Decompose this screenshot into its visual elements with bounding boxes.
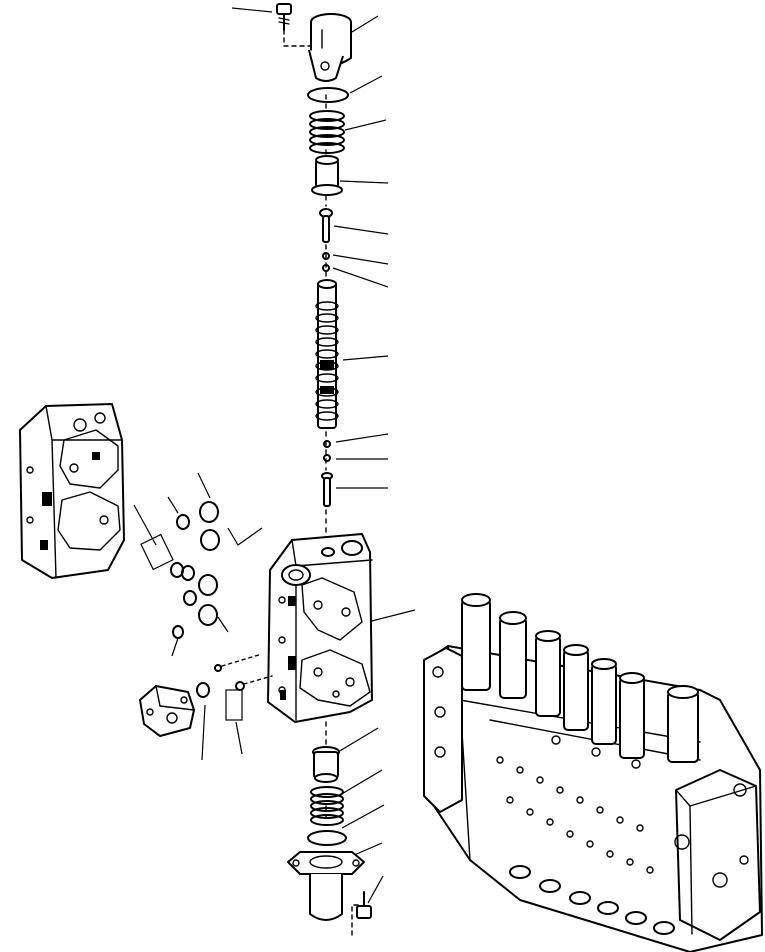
top-spring — [309, 110, 345, 154]
upper-ball-2 — [322, 264, 330, 272]
lower-ball-1 — [323, 440, 331, 448]
lower-pin — [321, 472, 333, 507]
leader-bottom-retainer — [337, 727, 379, 753]
leader-bottom-oring — [341, 804, 385, 829]
bottom-retainer — [312, 746, 340, 783]
leader-spool — [342, 355, 389, 361]
spool — [315, 279, 339, 429]
bottom-bolt — [356, 891, 372, 919]
bottom-oring — [307, 830, 347, 846]
top-cap — [308, 13, 352, 82]
leader-top-spring — [344, 119, 387, 131]
top-bolt — [276, 3, 292, 31]
leader-upper-ball-1 — [332, 254, 389, 265]
leader-top-retainer — [339, 180, 389, 184]
spool-towers — [461, 593, 699, 763]
upper-ball-1 — [322, 252, 330, 260]
leader-upper-pin — [333, 225, 389, 235]
top-retainer — [311, 155, 343, 196]
leader-top-cap — [351, 15, 379, 33]
small-plugs — [196, 653, 273, 698]
lower-ball-2 — [323, 454, 331, 462]
bottom-caps — [509, 865, 675, 935]
control-valve-assembly — [423, 593, 763, 952]
body-ports — [496, 735, 654, 874]
bottom-spring — [310, 786, 344, 826]
leader-top-oring — [349, 75, 383, 94]
leader-bottom-bolt — [367, 875, 384, 904]
leader-valve-body — [367, 609, 416, 623]
leader-oring-group-right — [197, 472, 211, 499]
callout-leader-lines — [133, 7, 416, 904]
bracket-oring-group-left — [140, 533, 174, 571]
leader-oring-small-3 — [171, 637, 179, 657]
valve-body — [267, 533, 373, 723]
leader-oring-small-1 — [167, 496, 179, 514]
inset-valve-section — [19, 403, 125, 579]
leader-oring-small-2 — [217, 616, 229, 633]
leader-oring-small-4 — [201, 704, 206, 761]
leader-small-plugs — [235, 721, 243, 755]
top-oring — [307, 87, 349, 103]
bracket-small-plugs — [225, 689, 243, 721]
bottom-cover — [287, 851, 365, 921]
leader-oring-group-right-2 — [227, 527, 263, 546]
leader-bottom-spring — [339, 769, 383, 796]
side-port-block — [139, 685, 195, 737]
leader-lower-ball-1 — [335, 433, 389, 443]
leader-upper-ball-2 — [332, 267, 389, 288]
upper-pin — [319, 208, 333, 243]
oring-cluster — [170, 501, 220, 639]
leader-top-bolt — [231, 7, 273, 13]
